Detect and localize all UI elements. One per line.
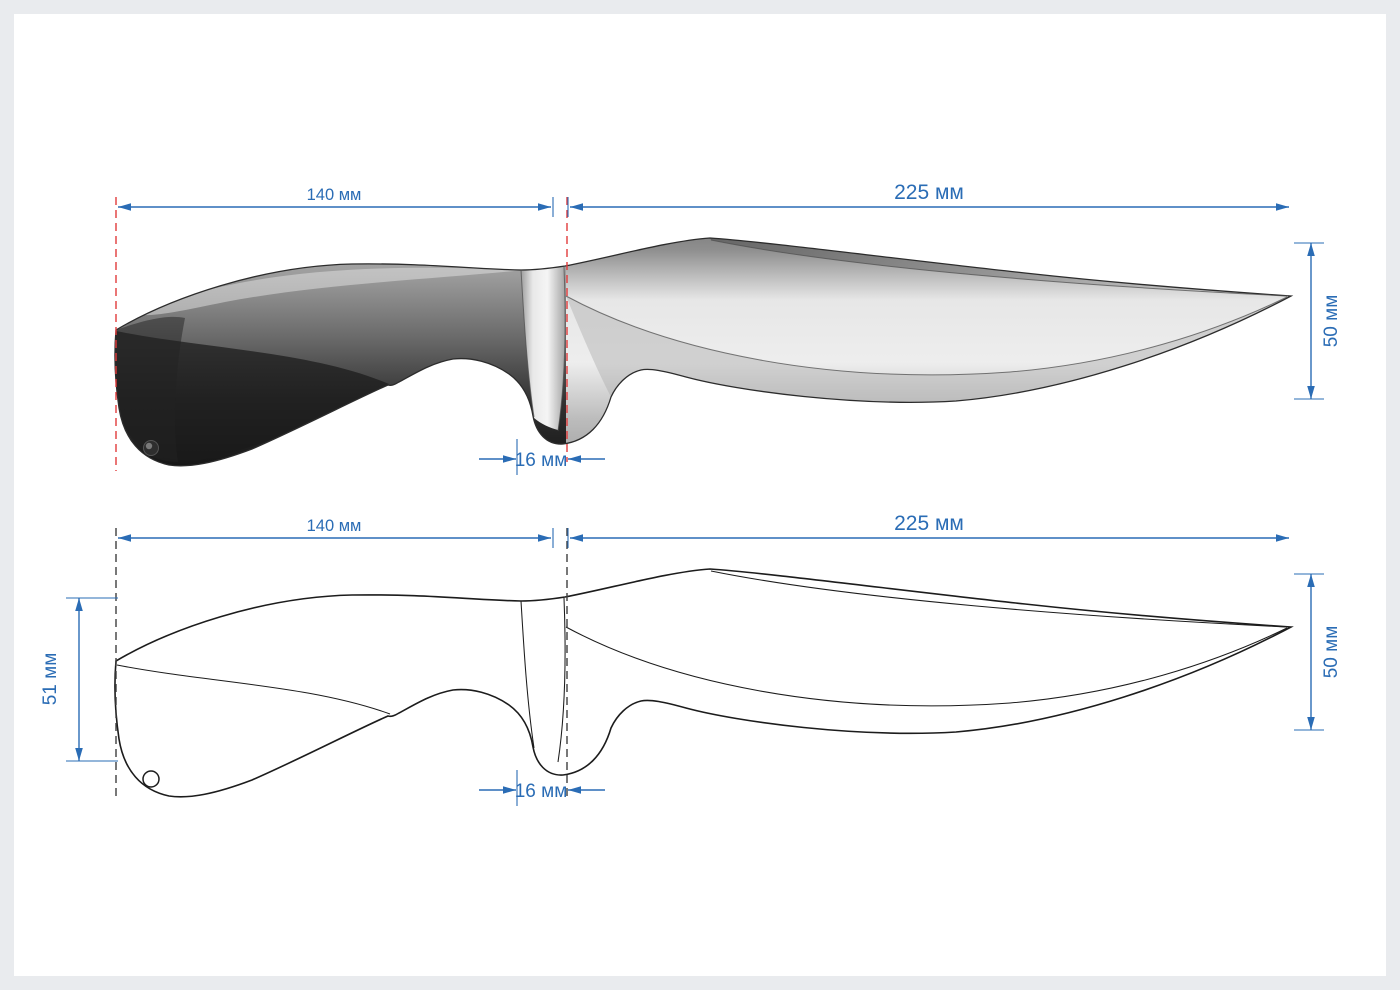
dim-guard-width-bottom: 16 мм — [479, 770, 605, 806]
knife-outline-bottom — [114, 568, 1292, 798]
dim-blade-height-top: 50 мм — [1294, 242, 1342, 400]
lanyard-hole-center — [145, 442, 153, 450]
handle-dark-swoosh — [115, 331, 390, 461]
handle-highlight — [132, 267, 552, 316]
dim-blade-length-top: 225 мм — [570, 181, 1289, 211]
dim-label: 50 мм — [1321, 295, 1342, 348]
pommel-shade — [115, 316, 185, 462]
knife-top-view — [114, 237, 1292, 467]
dim-label: 140 мм — [307, 517, 362, 535]
dim-handle-length-bottom: 140 мм — [118, 517, 551, 542]
lanyard-hole — [142, 770, 160, 788]
edge-bevel-shade — [566, 296, 1287, 403]
knife-bottom-view — [114, 568, 1292, 798]
dim-label: 51 мм — [40, 653, 61, 706]
dim-label: 16 мм — [515, 781, 568, 802]
dim-label: 225 мм — [894, 512, 964, 535]
dim-label: 225 мм — [894, 181, 964, 204]
dim-label: 16 мм — [515, 450, 568, 471]
dim-handle-height-bottom: 51 мм — [40, 597, 118, 762]
dim-label: 50 мм — [1321, 626, 1342, 679]
guard-band-shade — [521, 266, 566, 430]
dim-guard-width-top: 16 мм — [479, 439, 605, 475]
knife-shading — [115, 238, 1291, 466]
drawing-sheet — [14, 14, 1386, 976]
dim-handle-length-top: 140 мм — [118, 186, 551, 211]
dim-blade-length-bottom: 225 мм — [570, 512, 1289, 542]
dim-blade-height-bottom: 50 мм — [1294, 573, 1342, 731]
dim-label: 140 мм — [307, 186, 362, 204]
